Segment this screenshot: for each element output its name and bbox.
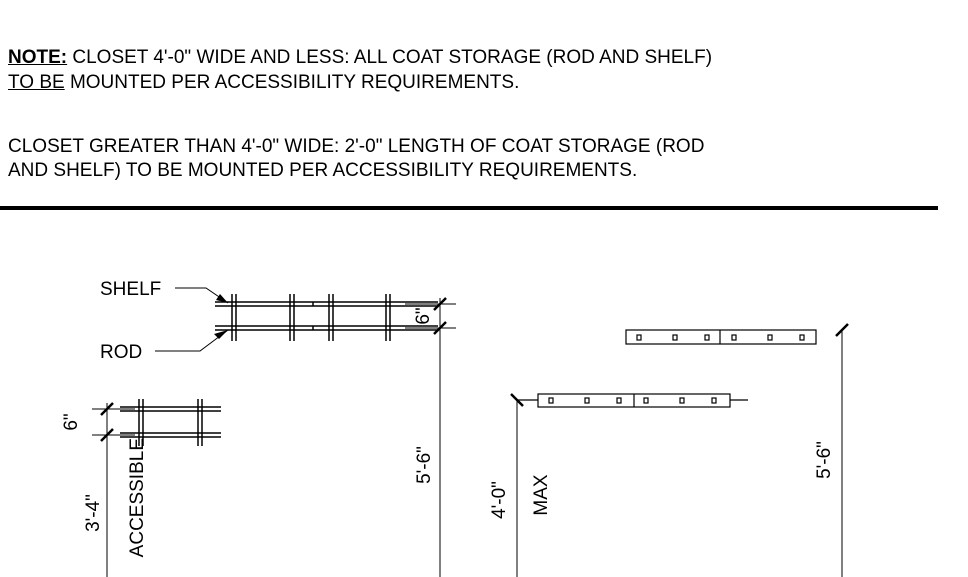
dimension-4-0-text: 4'-0"	[489, 481, 510, 519]
dimension-5-6-right	[835, 323, 849, 577]
accessible-label: ACCESSIBLE	[127, 438, 148, 557]
dimension-4-0	[510, 393, 524, 577]
dimension-6in-lower	[92, 402, 135, 577]
note-1-line-1: NOTE: CLOSET 4'-0" WIDE AND LESS: ALL CO…	[8, 46, 712, 70]
upper-rod-shelf-detail	[215, 294, 438, 341]
rod-leader	[155, 329, 229, 352]
dimension-6in-upper	[405, 297, 456, 577]
note-1-text-2: MOUNTED PER ACCESSIBILITY REQUIREMENTS.	[64, 72, 520, 93]
note-1-text: CLOSET 4'-0" WIDE AND LESS: ALL COAT STO…	[67, 47, 713, 68]
lower-right-rod-shelf	[517, 393, 748, 408]
max-label: MAX	[531, 474, 552, 516]
dimension-6in-upper-text: 6"	[413, 307, 434, 324]
dimension-6in-lower-text: 6"	[61, 413, 82, 430]
lower-rod-shelf-detail	[120, 399, 221, 446]
dimension-5-6-right-text: 5'-6"	[814, 441, 835, 479]
note-2-line-2: AND SHELF) TO BE MOUNTED PER ACCESSIBILI…	[8, 160, 638, 181]
note-1-line-2: TO BE MOUNTED PER ACCESSIBILITY REQUIREM…	[8, 71, 519, 95]
note-1-underlined: TO BE	[8, 72, 65, 93]
note-2-line-1: CLOSET GREATER THAN 4'-0" WIDE: 2'-0" LE…	[8, 136, 705, 157]
shelf-label: SHELF	[100, 279, 161, 300]
upper-right-rod-shelf	[625, 329, 817, 345]
dimension-5-6-left-text: 5'-6"	[414, 446, 435, 484]
shelf-leader	[175, 287, 229, 304]
dimension-3-4-text: 3'-4"	[83, 494, 104, 532]
note-label: NOTE:	[8, 47, 68, 68]
rod-label: ROD	[100, 342, 142, 363]
